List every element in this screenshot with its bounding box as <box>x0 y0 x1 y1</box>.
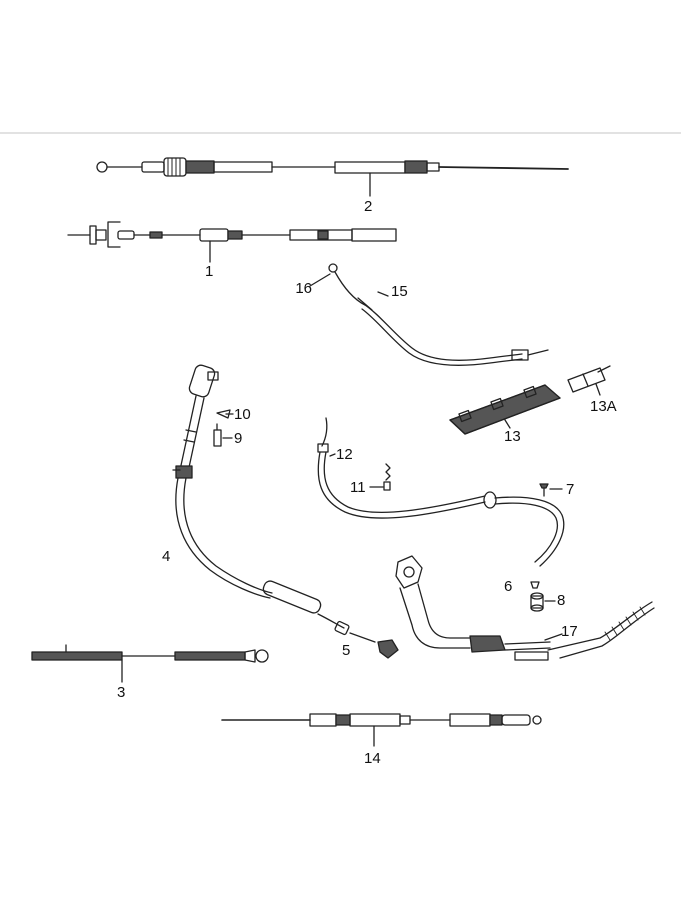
callout-11: 11 <box>350 479 366 496</box>
callout-16: 16 <box>295 280 312 297</box>
callout-9: 9 <box>234 430 242 447</box>
part-13a-drawing <box>567 365 611 396</box>
part-15-drawing <box>309 263 549 366</box>
callout-13A: 13A <box>590 398 617 415</box>
part-17-drawing <box>395 555 655 661</box>
callout-10: 10 <box>234 406 251 423</box>
callout-3: 3 <box>117 684 125 701</box>
callout-6: 6 <box>504 578 512 595</box>
part-11-drawing <box>369 463 391 491</box>
callout-12: 12 <box>336 446 353 463</box>
callout-14: 14 <box>364 750 381 767</box>
callout-15: 15 <box>391 283 408 300</box>
callout-7: 7 <box>566 481 574 498</box>
part-14-drawing <box>221 713 542 747</box>
part-12-drawing <box>317 417 565 567</box>
part-13-drawing <box>449 384 561 435</box>
callout-17: 17 <box>561 623 578 640</box>
callout-8: 8 <box>557 592 565 609</box>
callout-4: 4 <box>162 548 170 565</box>
callout-5: 5 <box>342 642 350 659</box>
part-3-drawing <box>31 644 269 683</box>
part-8-drawing <box>530 592 556 612</box>
callout-2: 2 <box>364 198 372 215</box>
callout-1: 1 <box>205 263 213 280</box>
part-2-drawing <box>96 157 569 197</box>
part-4-drawing <box>172 364 399 659</box>
callout-13: 13 <box>504 428 521 445</box>
part-6-drawing <box>530 581 540 589</box>
part-7-drawing <box>539 483 563 497</box>
part-9-drawing <box>213 423 233 447</box>
part-10-drawing <box>216 409 234 419</box>
part-1-drawing <box>67 221 397 263</box>
